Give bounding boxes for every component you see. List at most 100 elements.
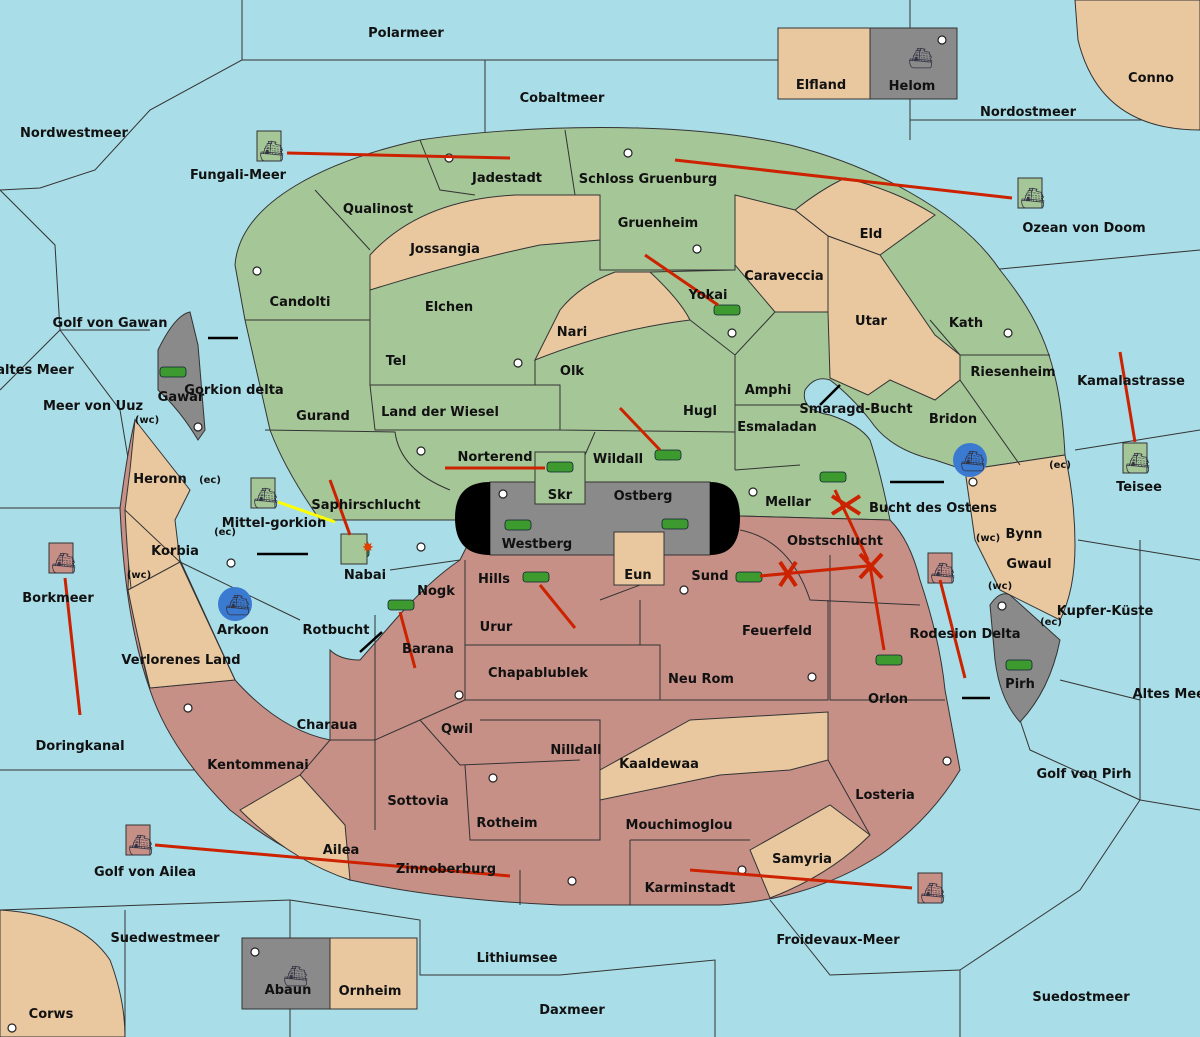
territory-eun[interactable] [613, 531, 665, 586]
province-label: Yokai [687, 288, 727, 303]
province-label: Kath [949, 316, 983, 331]
province-label: Caraveccia [744, 269, 823, 284]
territory-skr[interactable] [534, 451, 586, 505]
ship-icon: ⛴ [225, 593, 250, 617]
province-label: Verlorenes Land [121, 653, 240, 668]
province-label: Skr [548, 488, 573, 503]
territory-ornheim[interactable] [329, 937, 418, 1010]
province-label: Gwaul [1006, 557, 1051, 572]
ship-icon: ⛴ [283, 964, 308, 988]
ship-icon: ⛴ [1125, 451, 1150, 475]
province-label: Land der Wiesel [381, 405, 499, 420]
territory-verlorenes-land[interactable] [127, 561, 236, 689]
sea-label: Suedwestmeer [110, 931, 220, 946]
coast-tag: (wc) [988, 581, 1012, 592]
connection-arrows [208, 336, 990, 700]
province-label: Schloss Gruenburg [579, 172, 717, 187]
sea-label: Kupfer-Küste [1057, 604, 1154, 619]
province-label: Urur [480, 620, 513, 635]
province-label: Esmaladan [737, 420, 817, 435]
ship-icon: ⛴ [253, 486, 278, 510]
province-label: Feuerfeld [742, 624, 812, 639]
sea-label: Nordwestmeer [20, 126, 128, 141]
territory-kaaldewaa[interactable] [599, 711, 829, 801]
territory-samyria[interactable] [749, 804, 871, 899]
province-label: Arkoon [217, 623, 269, 638]
province-label: Wildall [593, 452, 643, 467]
ship-icon: ⛴ [259, 139, 284, 163]
territory-bynn-gwaul[interactable] [964, 454, 1076, 621]
province-label: Karminstadt [645, 881, 736, 896]
province-label: Nilldall [550, 743, 601, 758]
dislodged-unit [340, 533, 368, 565]
coast-tag: (ec) [214, 527, 236, 538]
province-label: Utar [855, 314, 888, 329]
sea-label: Gorkion delta [184, 383, 283, 398]
sea-label: Daxmeer [539, 1003, 605, 1018]
province-label: Tel [386, 354, 406, 369]
sea-label: Lithiumsee [477, 951, 558, 966]
territory-utar[interactable] [827, 235, 961, 401]
coast-tag: (wc) [135, 415, 159, 426]
province-label: Eld [860, 227, 883, 242]
sea-label: Rotbucht [303, 623, 370, 638]
explosion-icon: ✸ [362, 540, 374, 556]
province-label: Abaun [265, 983, 312, 998]
province-label: Elchen [425, 300, 473, 315]
territory-corws[interactable] [0, 909, 126, 1037]
sea-label: Kaltes Meer [0, 363, 74, 378]
sea-label: Smaragd-Bucht [799, 402, 912, 417]
province-label: Qwil [441, 722, 473, 737]
sea-label: Nordostmeer [980, 105, 1077, 120]
coast-tag: (wc) [976, 533, 1000, 544]
territory-ailea[interactable] [239, 774, 351, 881]
sea-label: Doringkanal [35, 739, 124, 754]
province-label: Eun [624, 568, 651, 583]
province-borders [179, 129, 1050, 905]
sea-label: Golf von Ailea [94, 865, 196, 880]
province-label: Jadestadt [471, 171, 542, 186]
province-label: Neu Rom [668, 672, 734, 687]
province-label: Bridon [929, 412, 977, 427]
province-label: Orlon [868, 692, 908, 707]
sea-label: Golf von Gawan [53, 316, 168, 331]
province-label: Losteria [855, 788, 915, 803]
province-label: Saphirschlucht [311, 498, 420, 513]
territory-elfland[interactable] [777, 27, 871, 100]
x-mark-icon [778, 494, 884, 588]
territory-conno[interactable] [1074, 0, 1200, 131]
province-label: Charaua [297, 718, 358, 733]
province-label: Ailea [323, 843, 360, 858]
province-label: Pirh [1005, 677, 1035, 692]
province-label: Barana [402, 642, 454, 657]
province-label: Corws [29, 1007, 74, 1022]
center-cap-right [710, 482, 740, 555]
province-label: Gurand [296, 409, 350, 424]
sea-label: Bucht des Ostens [869, 501, 997, 516]
province-label: Helom [889, 79, 936, 94]
sea-label: Ozean von Doom [1022, 221, 1145, 236]
coast-tag: (ec) [1040, 617, 1062, 628]
province-label: Westberg [502, 537, 572, 552]
sea-label: Teisee [1116, 480, 1162, 495]
territory-nari[interactable] [533, 271, 691, 361]
province-label: Hills [478, 572, 510, 587]
province-label: Olk [560, 364, 585, 379]
territory-pirh[interactable] [989, 593, 1061, 723]
ship-icon: ⛴ [920, 881, 945, 905]
province-label: Riesenheim [970, 365, 1055, 380]
coast-tag: (wc) [127, 570, 151, 581]
province-label: Nari [557, 325, 588, 340]
province-label: Gruenheim [618, 216, 698, 231]
coast-tag: (ec) [199, 475, 221, 486]
red-region [119, 418, 961, 906]
province-label: Amphi [745, 383, 792, 398]
ship-icon: ⛴ [930, 561, 955, 585]
province-label: Conno [1128, 71, 1174, 86]
sea-label: Fungali-Meer [190, 168, 287, 183]
sea-label: Suedostmeer [1032, 990, 1130, 1005]
fleet-markers [48, 130, 1148, 904]
